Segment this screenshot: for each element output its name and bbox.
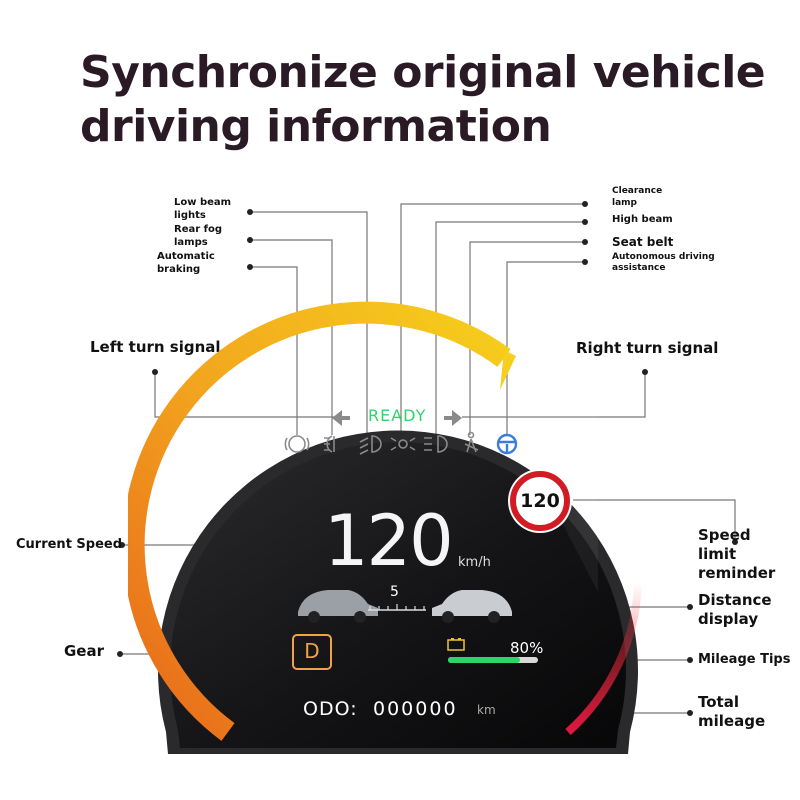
left-arrow-icon	[332, 410, 350, 426]
callout-gear: Gear	[64, 642, 105, 660]
callout-mileage-tips: Mileage Tips	[698, 652, 791, 667]
rear-fog-icon	[324, 435, 335, 453]
high-beam-icon	[424, 435, 448, 453]
odometer-value: 000000	[373, 698, 458, 720]
right-arrow-icon	[444, 410, 462, 426]
callout-total-mileage: Total mileage	[698, 693, 766, 730]
cluster-graphics	[128, 301, 642, 754]
odometer-label: ODO:	[303, 698, 358, 720]
instrument-cluster: READY 120 km/h 120 5 D 80% ODO: 000000 k…	[128, 292, 668, 762]
speed-arc	[128, 301, 511, 741]
battery-icon	[447, 638, 465, 651]
cluster-screen	[170, 442, 626, 748]
callout-automatic-braking: Automatic braking	[157, 251, 215, 275]
steering-wheel-icon	[496, 433, 518, 455]
gear-indicator: D	[292, 634, 332, 670]
headline-line-2: driving information	[80, 101, 552, 152]
distance-value: 5	[390, 584, 399, 600]
callout-rear-fog: Rear fog lamps	[174, 224, 223, 248]
seat-belt-icon	[464, 431, 479, 453]
callout-speed-limit: Speed limit reminder	[698, 526, 776, 582]
parking-brake-icon	[284, 435, 310, 453]
callout-autonomous-driving: Autonomous driving assistance	[612, 252, 715, 273]
speed-limit-value: 120	[520, 490, 560, 512]
distance-graphic	[298, 590, 512, 623]
low-beam-icon	[359, 435, 382, 455]
callout-clearance-lamp: Clearance lamp	[612, 186, 663, 208]
callout-high-beam: High beam	[612, 214, 673, 225]
headline-line-1: Synchronize original vehicle	[80, 47, 766, 98]
speed-limit-sign	[508, 469, 572, 533]
callout-low-beam: Low beam lights	[174, 197, 232, 221]
current-speed-value: 120	[324, 500, 454, 582]
battery-bar-fill	[448, 657, 520, 663]
odometer-unit: km	[477, 703, 496, 717]
callout-distance-display: Distance display	[698, 591, 772, 628]
callout-left-turn-signal: Left turn signal	[90, 338, 221, 356]
callout-seat-belt: Seat belt	[612, 235, 674, 249]
callout-current-speed: Current Speed	[16, 537, 123, 552]
power-arc	[565, 581, 642, 735]
speed-unit: km/h	[458, 555, 491, 570]
headline: Synchronize original vehicle driving inf…	[80, 46, 780, 154]
battery-percent: 80%	[510, 639, 544, 657]
ready-indicator: READY	[368, 406, 427, 425]
callout-right-turn-signal: Right turn signal	[576, 339, 719, 357]
clearance-lamp-icon	[390, 437, 416, 451]
